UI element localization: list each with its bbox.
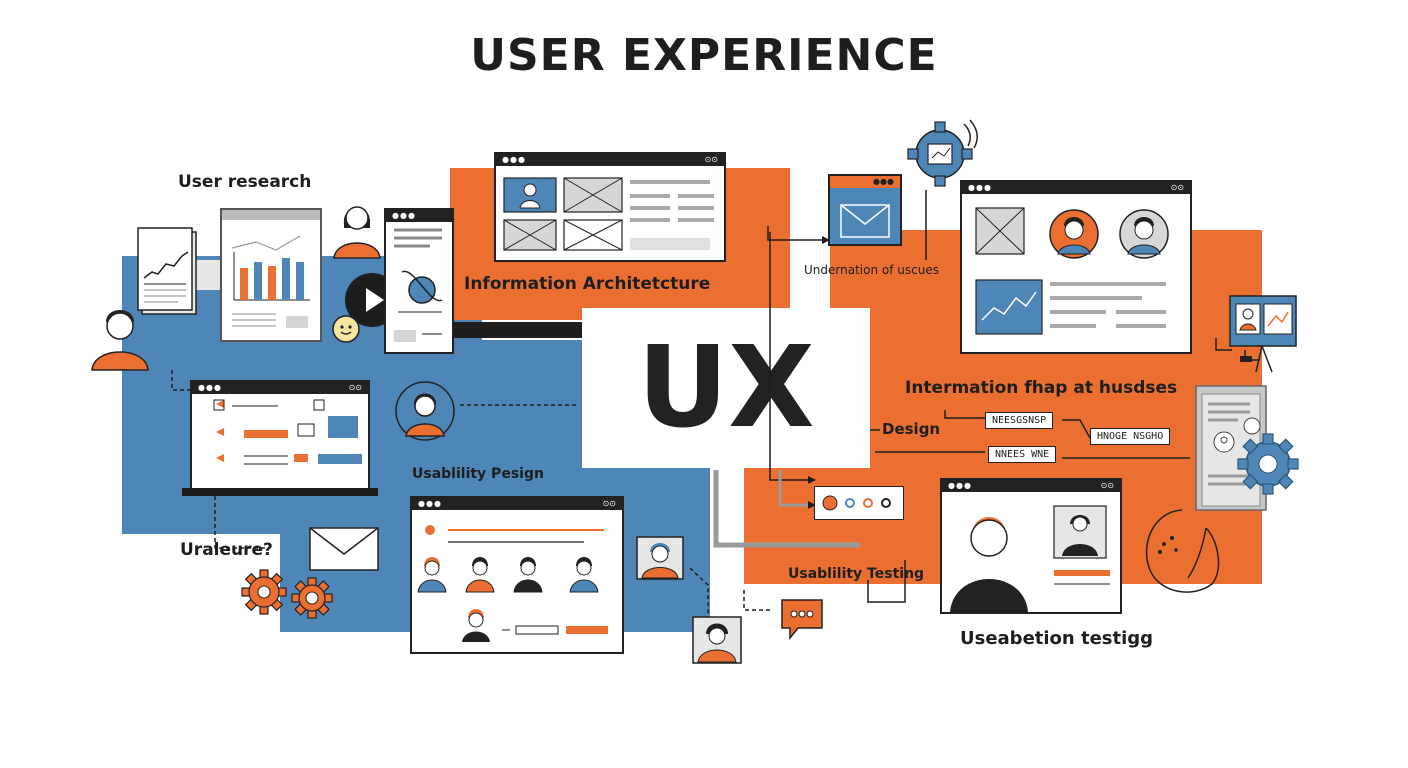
- flow-box-3: NNEES WNE: [988, 446, 1057, 463]
- label-usability-testing: Usablility Testing: [788, 566, 925, 582]
- users-row: [417, 557, 599, 593]
- flow-box-1: NEESGSNSP: [985, 412, 1054, 429]
- video-call-content: [950, 505, 1110, 612]
- mobile-content: [394, 228, 443, 342]
- tablet-gear-icon: [1195, 385, 1299, 511]
- label-design: Design: [882, 420, 941, 438]
- person-circle-icon: [395, 381, 455, 441]
- sketch-face-icon: [1145, 509, 1220, 593]
- avatar-tile-bottom: [692, 616, 742, 664]
- toggle-dots: [822, 495, 891, 511]
- person-icon-left: [91, 310, 149, 371]
- woman-avatar-icon: [333, 206, 381, 259]
- flow-box-2: HNOGE NSGHO: [1090, 428, 1171, 445]
- label-uraleure: Uraleure?: [180, 540, 273, 560]
- center-ux-box: [582, 308, 870, 468]
- monitor-icon-right: [1229, 295, 1297, 373]
- laptop-base: [182, 488, 378, 496]
- label-intermation-fhap: Intermation fhap at husdses: [905, 378, 1178, 398]
- users-window-content: [417, 525, 608, 642]
- label-user-research: User research: [178, 172, 312, 192]
- ia-window-content: [503, 177, 714, 251]
- label-information-architecture: Information Architetcture: [464, 274, 711, 294]
- page-title: USER EXPERIENCE: [470, 30, 938, 81]
- envelope-icon-large: [309, 527, 379, 571]
- label-usability-pesign: Usablility Pesign: [412, 466, 544, 482]
- bar-chart-icon: [231, 235, 310, 328]
- avatar-tile-middle: [636, 536, 684, 580]
- profiles-window-content: [975, 207, 1169, 335]
- gear-icon-top: [907, 119, 978, 187]
- dark-stripe: [450, 322, 610, 338]
- center-ux-label: UX: [637, 323, 815, 453]
- face-icon: [332, 315, 360, 343]
- label-information-of-uscues: Undernation of uscues: [804, 263, 939, 277]
- laptop-content: [213, 399, 362, 465]
- chart-document-icon: [137, 227, 197, 315]
- chat-bubble-icon: [781, 599, 823, 641]
- label-useabetion-testigg: Useabetion testigg: [960, 628, 1154, 649]
- envelope-icon: [840, 204, 890, 238]
- gear-icon: [241, 569, 333, 619]
